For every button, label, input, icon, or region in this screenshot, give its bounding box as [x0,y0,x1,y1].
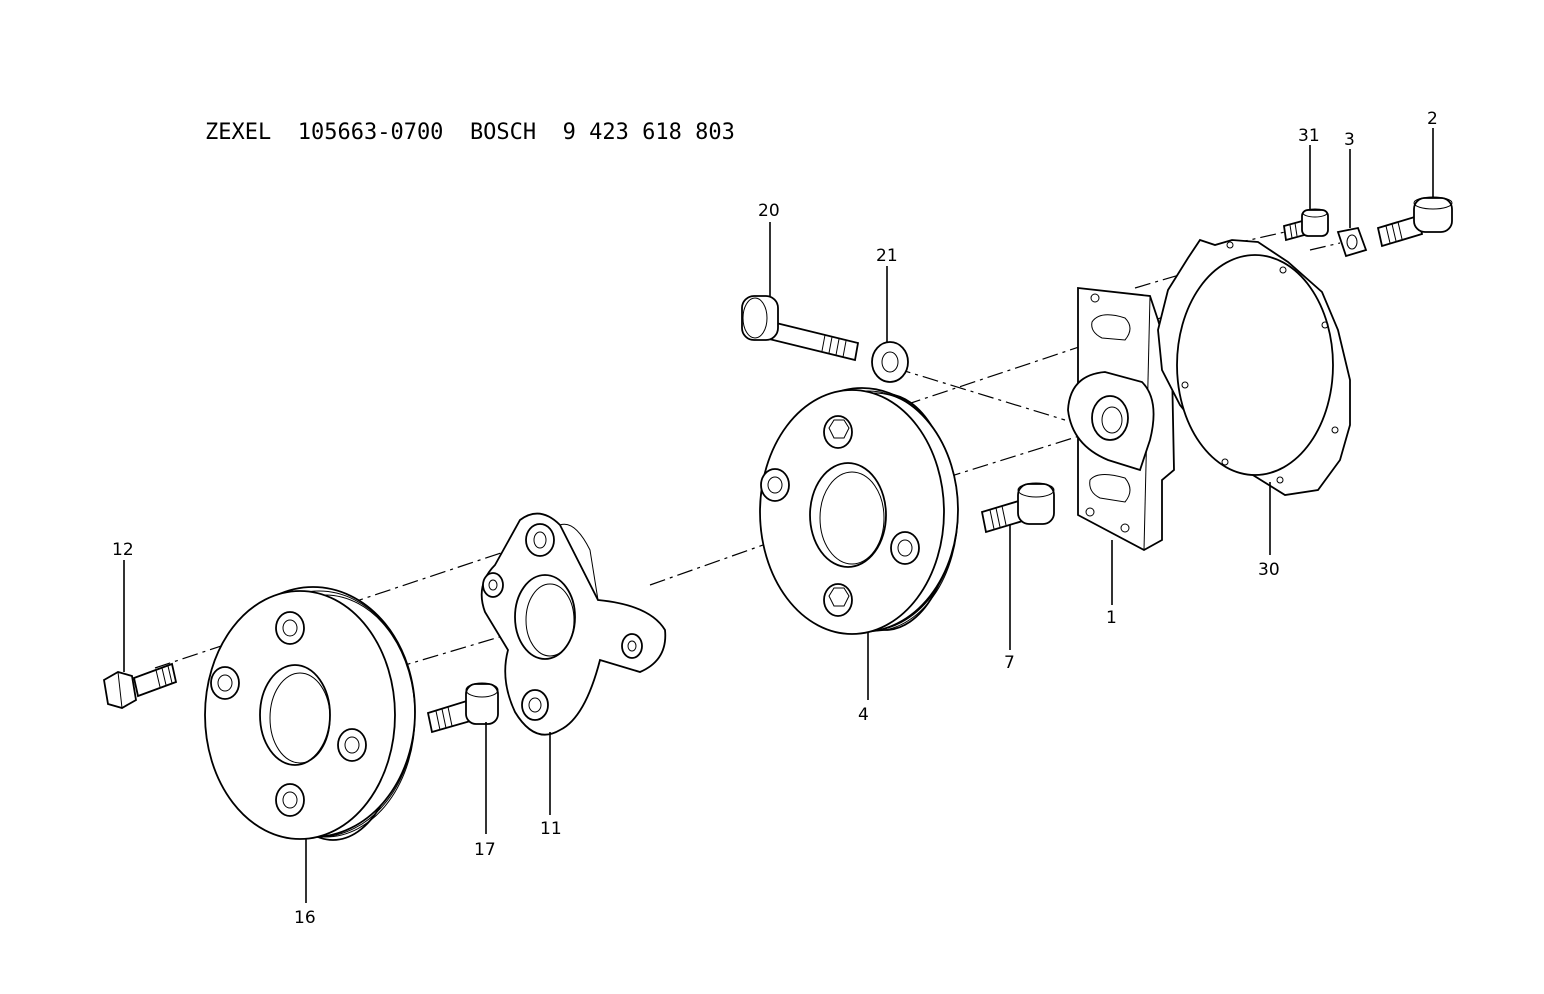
part-3-square-washer [1336,226,1368,258]
label-part-12: 12 [112,540,134,560]
label-part-20: 20 [758,201,780,221]
part-21-washer [871,341,909,383]
label-part-11: 11 [540,819,562,839]
label-part-16: 16 [294,908,316,928]
part-7-socket-bolt [980,482,1055,534]
brand-bosch: BOSCH [469,120,537,145]
part-17-socket-bolt [426,682,499,734]
part-12-hex-bolt [103,662,178,709]
brand-zexel: ZEXEL [205,120,272,145]
part-30-gasket-ring [1157,238,1351,496]
part-1-plate [1067,286,1175,552]
part-31-small-bolt [1282,208,1329,242]
part-20-long-bolt [741,295,860,362]
label-part-4: 4 [858,705,869,725]
label-part-1: 1 [1106,608,1117,628]
label-part-17: 17 [474,840,496,860]
part-4-coupling-disc [759,387,959,635]
label-part-30: 30 [1258,560,1280,580]
label-part-7: 7 [1004,653,1015,673]
zexel-part-number: 105663-0700 [297,120,444,145]
part-16-coupling-disc [204,586,416,841]
bosch-part-number: 9 423 618 803 [562,120,735,145]
label-part-2: 2 [1427,109,1438,129]
part-labels: 1 2 3 4 7 11 12 16 17 20 21 30 31 [112,109,1438,928]
part-11-flange [480,512,667,736]
leader-lines [123,128,1434,903]
label-part-3: 3 [1344,130,1355,150]
diagram-title: ZEXEL 105663-0700 BOSCH 9 423 618 803 [205,120,735,145]
label-part-31: 31 [1298,126,1320,146]
part-2-socket-bolt [1376,196,1453,248]
label-part-21: 21 [876,246,898,266]
